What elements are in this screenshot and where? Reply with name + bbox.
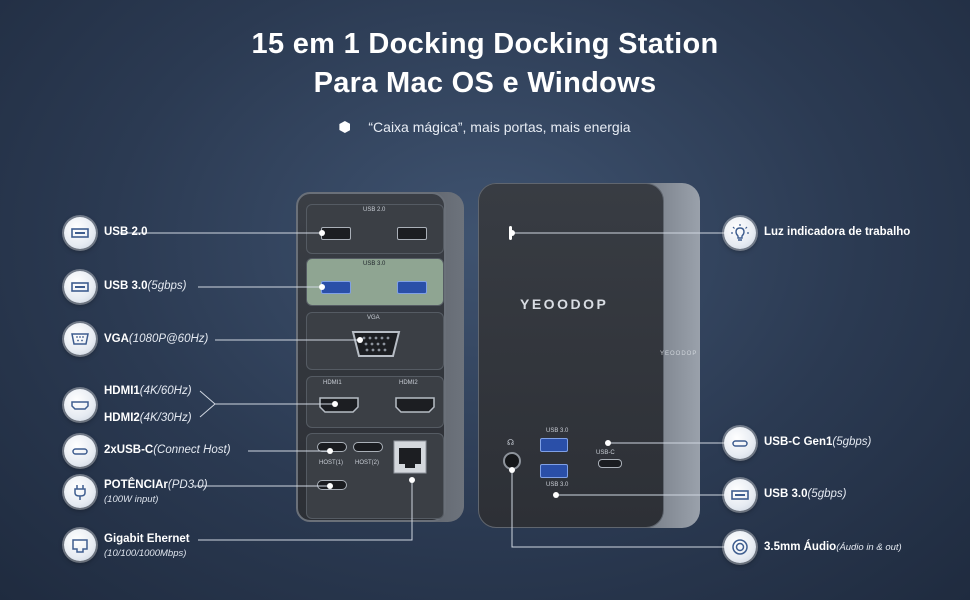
usb20-port-2 bbox=[397, 227, 427, 240]
hdmi2-port-graphic bbox=[395, 397, 435, 413]
hdmi2-label: HDMI2(4K/30Hz) bbox=[104, 412, 192, 424]
dock-main-face bbox=[478, 183, 664, 528]
power-label: POTÊNCIAr(PD3.0)(100W input) bbox=[104, 479, 208, 505]
hdmi1-label: HDMI1(4K/60Hz) bbox=[104, 385, 192, 397]
hexagon-bullet-icon bbox=[339, 121, 351, 133]
usb30-bottom-label: USB 3.0 bbox=[546, 482, 569, 488]
usb30-bottom-port bbox=[540, 464, 568, 478]
page-title-line2: Para Mac OS e Windows bbox=[313, 67, 657, 99]
hdmi1-panel-label: HDMI1 bbox=[323, 380, 342, 386]
subtitle-text: “Caixa mágica”, mais portas, mais energi… bbox=[368, 119, 631, 135]
usb-c-port-icon bbox=[64, 435, 96, 467]
usb20-panel-label: USB 2.0 bbox=[363, 207, 386, 213]
ethernet-label: Gigabit Ehernet(10/100/1000Mbps) bbox=[104, 533, 190, 559]
vga-panel-label: VGA bbox=[367, 315, 380, 321]
vga-panel: VGA bbox=[306, 312, 444, 370]
power-plug-icon bbox=[64, 476, 96, 508]
hdmi-port-icon bbox=[64, 389, 96, 421]
host1-panel-label: HOST(1) bbox=[319, 460, 343, 466]
usb-c-port-label: USB-C bbox=[596, 450, 615, 456]
host2-usb-c-port bbox=[353, 442, 383, 452]
usb30-port-2 bbox=[397, 281, 427, 294]
headphone-icon: ☊ bbox=[507, 438, 515, 447]
usb30-label: USB 3.0(5gbps) bbox=[104, 280, 187, 292]
ethernet-port-graphic bbox=[393, 440, 427, 474]
light-bulb-icon bbox=[724, 217, 756, 249]
usb30-top-label: USB 3.0 bbox=[546, 428, 569, 434]
page-title-line1: 15 em 1 Docking Docking Station bbox=[251, 28, 719, 60]
usb-port-icon bbox=[64, 217, 96, 249]
usb30-top-port bbox=[540, 438, 568, 452]
host2-panel-label: HOST(2) bbox=[355, 460, 379, 466]
usb20-label: USB 2.0 bbox=[104, 226, 148, 238]
vga-port-icon bbox=[64, 323, 96, 355]
device-brand-side: YEOODOP bbox=[660, 351, 698, 357]
usb30-right-label: USB 3.0(5gbps) bbox=[764, 488, 847, 500]
usb-port-icon bbox=[724, 479, 756, 511]
usb-port-icon bbox=[64, 271, 96, 303]
audio-jack-icon bbox=[724, 531, 756, 563]
audio-label: 3.5mm Áudio(Áudio in & out) bbox=[764, 541, 902, 553]
vga-port-graphic bbox=[351, 331, 401, 357]
indicator-light-label: Luz indicadora de trabalho bbox=[764, 226, 911, 238]
hdmi-panel: HDMI1 HDMI2 bbox=[306, 376, 444, 428]
subtitle: “Caixa mágica”, mais portas, mais energi… bbox=[0, 119, 970, 135]
usb30-panel-label: USB 3.0 bbox=[363, 261, 386, 267]
host-panel: HOST(1) HOST(2) bbox=[306, 433, 444, 519]
hdmi2-panel-label: HDMI2 bbox=[399, 380, 418, 386]
usb30-panel: USB 3.0 bbox=[306, 258, 444, 306]
usb-c-gen1-label: USB-C Gen1(5gbps) bbox=[764, 436, 872, 448]
usb-c-host-label: 2xUSB-C(Connect Host) bbox=[104, 444, 231, 456]
usb-c-gen1-port bbox=[598, 459, 622, 468]
vga-label: VGA(1080P@60Hz) bbox=[104, 333, 209, 345]
ethernet-port-icon bbox=[64, 529, 96, 561]
hdmi1-port-graphic bbox=[319, 397, 359, 413]
device-brand: YEOODOP bbox=[520, 296, 609, 312]
usb-c-port-icon bbox=[724, 427, 756, 459]
